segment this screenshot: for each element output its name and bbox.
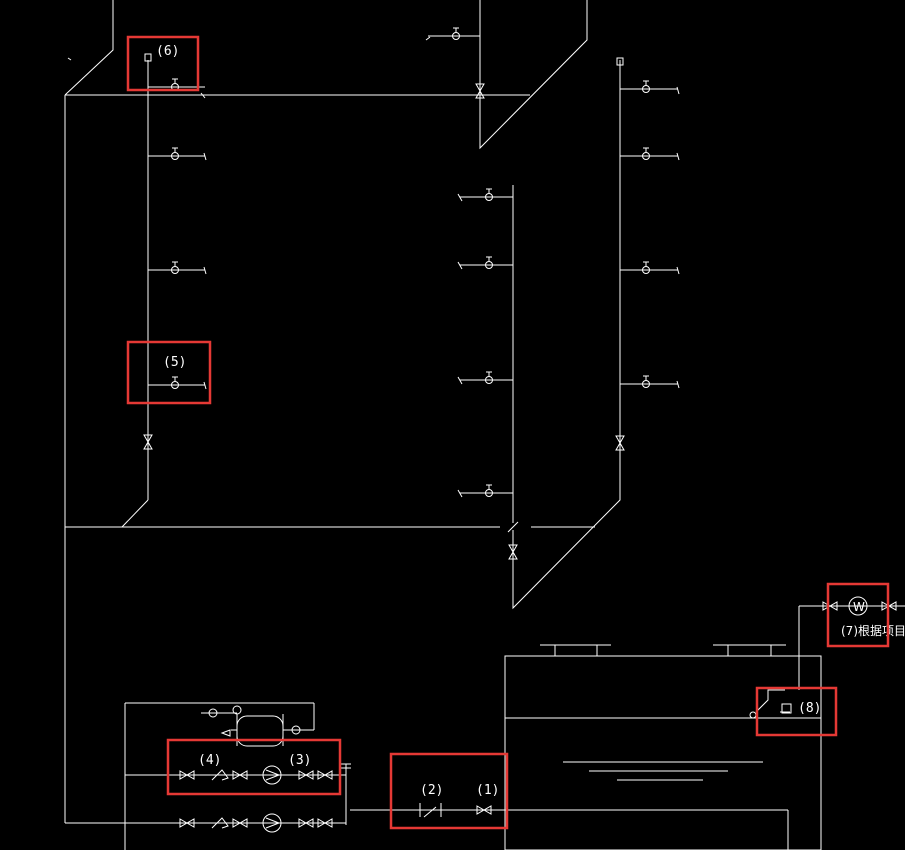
highlight-box-3-4: [166, 738, 342, 796]
label-1: (1): [476, 783, 499, 798]
label-7: (7)根据项目情: [841, 624, 905, 638]
highlight-box-7: [826, 582, 890, 648]
pump-icon: [262, 765, 282, 785]
air-vents: [144, 53, 624, 70]
svg-text:W: W: [853, 600, 865, 614]
piping-lines: [64, 0, 905, 850]
tap-icon: [485, 371, 493, 384]
pump-icon: [262, 813, 282, 833]
tap-icon: [171, 147, 179, 160]
tap-icon: [485, 188, 493, 201]
branch-ends: [203, 86, 680, 498]
label-6: (6): [156, 44, 179, 59]
highlight-box-8: [755, 686, 838, 737]
tap-icon: [642, 147, 650, 160]
water-meter-icon: [848, 596, 868, 616]
highlight-boxes: [126, 35, 890, 830]
tap-icon: [642, 80, 650, 93]
tap-icon: [485, 256, 493, 269]
label-3: (3): [288, 753, 311, 768]
pump-row-1: [179, 765, 333, 785]
tap-icon: [171, 376, 179, 389]
label-2: (2): [420, 783, 443, 798]
label-4: (4): [198, 753, 221, 768]
label-5: (5): [163, 355, 186, 370]
pump-row-2: [179, 813, 333, 833]
tap-icon: [485, 484, 493, 497]
tap-icon: [642, 375, 650, 388]
meter-line: W: [822, 596, 897, 616]
highlight-box-5: [126, 340, 212, 405]
taps: [171, 27, 650, 497]
highlight-box-1-2: [389, 752, 509, 830]
label-8: (8): [798, 701, 821, 716]
riser-valves: [143, 83, 625, 560]
tap-icon: [452, 27, 460, 40]
highlight-box-6: [126, 35, 200, 92]
tap-icon: [171, 261, 179, 274]
suction-devices: [419, 803, 492, 818]
tap-icon: [642, 261, 650, 274]
